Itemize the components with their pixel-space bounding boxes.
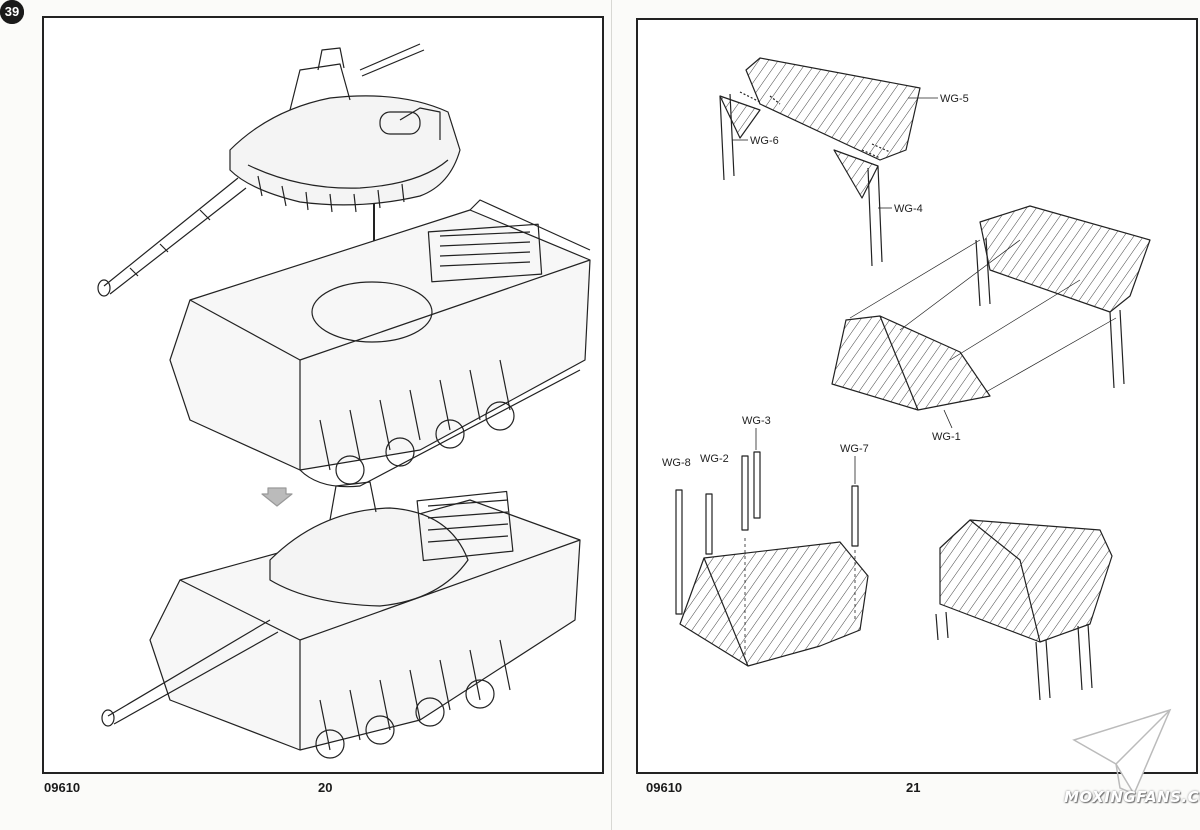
right-product-code: 09610 bbox=[646, 780, 683, 795]
hull-drawing-top bbox=[169, 199, 591, 488]
canopy-exploded bbox=[719, 57, 921, 267]
label-wg-4: WG-4 bbox=[894, 203, 923, 215]
sequence-arrow-icon bbox=[261, 487, 293, 507]
left-product-code: 09610 bbox=[44, 780, 81, 795]
watermark-text: MOXINGFANS.COM bbox=[1064, 788, 1200, 806]
step-38-illustration bbox=[97, 43, 591, 759]
left-page-number: 20 bbox=[318, 780, 333, 795]
floor-assembly bbox=[675, 451, 869, 667]
label-wg-8: WG-8 bbox=[662, 457, 691, 469]
label-wg-1: WG-1 bbox=[932, 431, 961, 443]
canopy-completed bbox=[935, 519, 1113, 701]
step-39-badge: 39 bbox=[0, 0, 24, 24]
turret-drawing bbox=[97, 43, 461, 297]
canopy-mid-assembly bbox=[831, 205, 1151, 411]
label-wg-3: WG-3 bbox=[742, 415, 771, 427]
hull-drawing-assembled bbox=[101, 481, 581, 759]
label-wg-5: WG-5 bbox=[940, 93, 969, 105]
part-labels: WG-5 WG-6 WG-4 WG-1 WG-3 WG-2 WG-8 WG-7 bbox=[662, 93, 969, 484]
label-wg-6: WG-6 bbox=[750, 135, 779, 147]
label-wg-2: WG-2 bbox=[700, 453, 729, 465]
label-wg-7: WG-7 bbox=[840, 443, 869, 455]
right-page-number: 21 bbox=[906, 780, 921, 795]
paper-plane-icon bbox=[1072, 708, 1172, 796]
